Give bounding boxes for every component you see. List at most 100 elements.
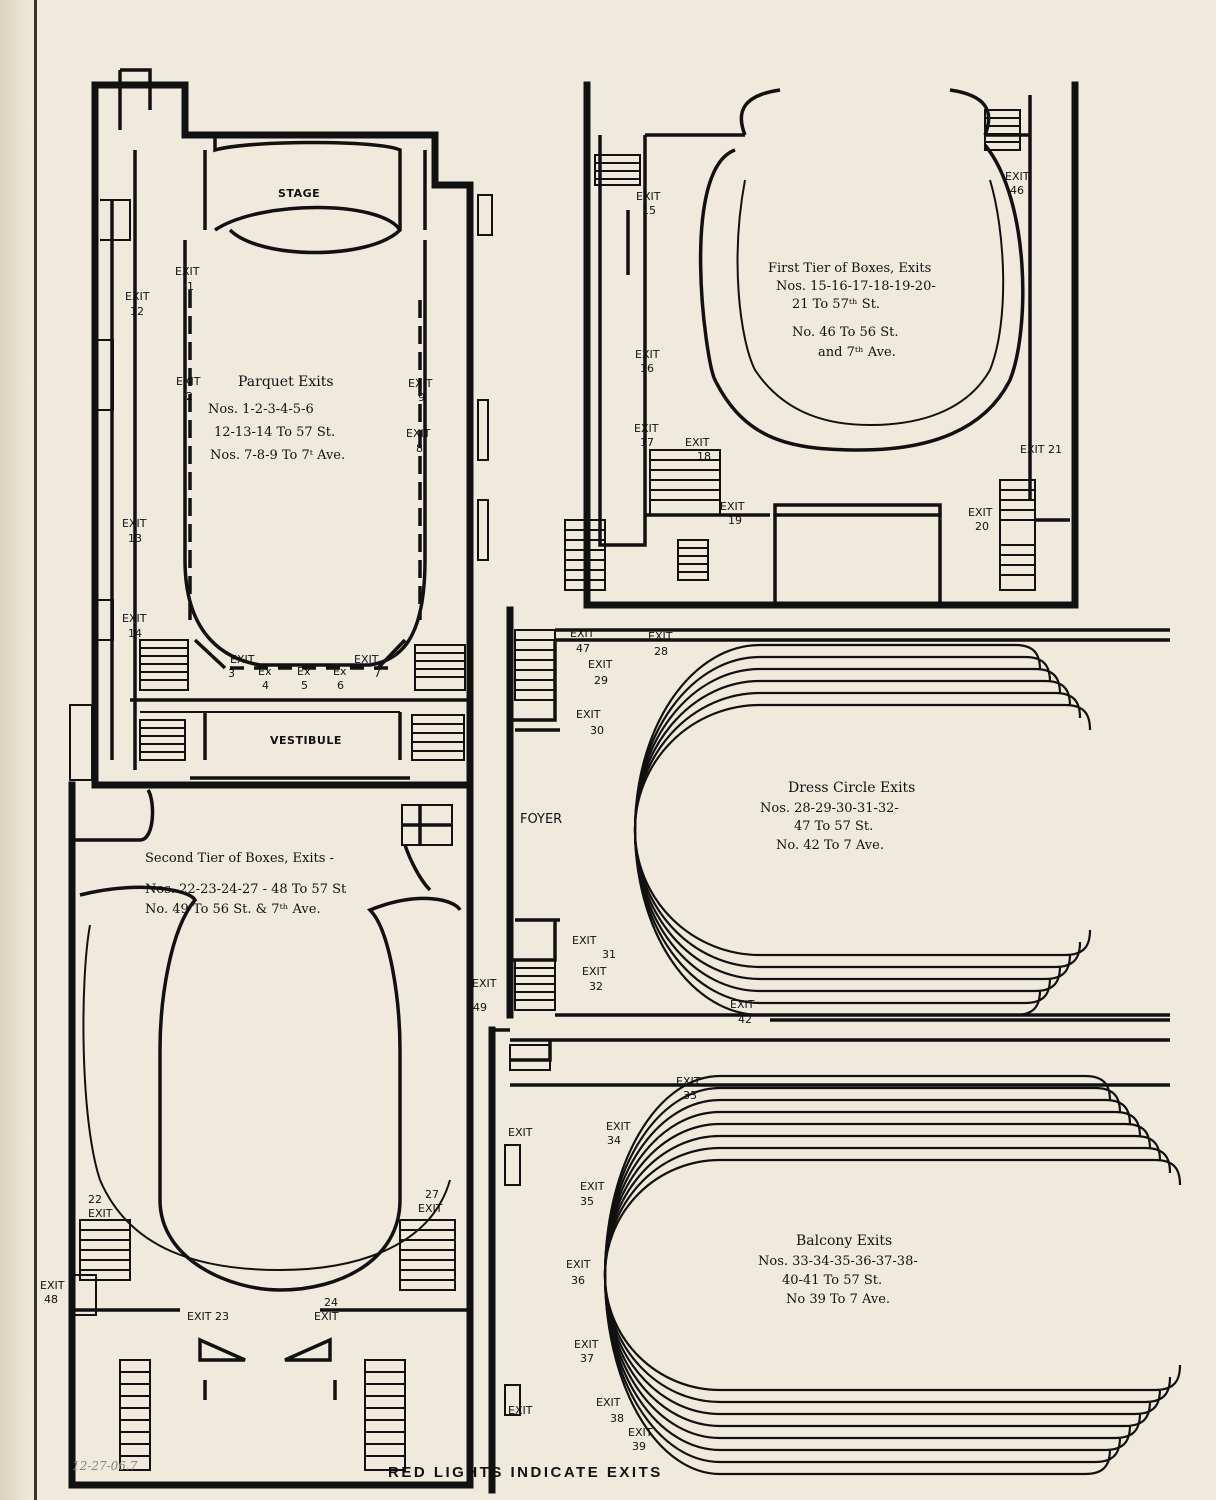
exit-label: EXIT <box>636 190 661 203</box>
second-tier-title: Second Tier of Boxes, Exits - <box>145 851 334 866</box>
page-binding <box>0 0 40 1500</box>
first-tier-plan <box>564 81 1079 609</box>
second-tier-plan <box>68 781 474 1489</box>
dress-circle-plan <box>506 606 1170 1022</box>
exit-number: 42 <box>738 1013 752 1026</box>
dress-circle-exit-labels: EXIT 47 EXIT 28 EXIT 29 EXIT 30 EXIT 31 … <box>570 627 755 1026</box>
exit-label: EXIT <box>508 1404 533 1417</box>
exit-number: 24 <box>324 1296 338 1309</box>
exit-number: 18 <box>697 450 711 463</box>
first-tier-title: First Tier of Boxes, Exits <box>768 261 931 276</box>
exit-label: EXIT <box>508 1126 533 1139</box>
exit-label: Ex <box>333 665 347 678</box>
dress-circle-title: Dress Circle Exits <box>788 780 915 796</box>
exit-number: 7 <box>374 667 381 680</box>
exit-label: EXIT <box>634 422 659 435</box>
balcony-line-2: 40-41 To 57 St. <box>782 1273 882 1288</box>
exit-label: EXIT <box>472 977 497 990</box>
exit-label: EXIT 23 <box>187 1310 229 1323</box>
pencil-date-note: 12-27-06.7 <box>72 1459 138 1473</box>
exit-number: 32 <box>589 980 603 993</box>
exit-number: 9 <box>418 391 425 404</box>
dress-circle-seat-rows <box>633 643 1092 1017</box>
exit-number: 12 <box>130 305 144 318</box>
exit-number: 19 <box>728 514 742 527</box>
exit-number: 8 <box>416 442 423 455</box>
exit-number: 14 <box>128 627 142 640</box>
exit-number: 17 <box>640 436 654 449</box>
parquet-line-2: 12-13-14 To 57 St. <box>214 425 335 440</box>
exit-number: 33 <box>683 1089 697 1102</box>
second-tier-line-2: No. 49 To 56 St. & 7ᵗʰ Ave. <box>145 902 321 917</box>
first-tier-line-1: Nos. 15-16-17-18-19-20- <box>776 279 936 294</box>
exit-label: EXIT <box>574 1338 599 1351</box>
exit-label: EXIT <box>1005 170 1030 183</box>
exit-label: EXIT <box>175 265 200 278</box>
exit-number: 31 <box>602 948 616 961</box>
exit-label: Ex <box>297 665 311 678</box>
balcony-exit-labels: EXIT 33 EXIT EXIT 34 EXIT 35 EXIT 36 EXI… <box>508 1075 701 1453</box>
exit-label: EXIT <box>40 1279 65 1292</box>
exit-label: EXIT <box>408 377 433 390</box>
foyer-label: FOYER <box>520 812 562 827</box>
exit-number: 27 <box>425 1188 439 1201</box>
parquet-line-1: Nos. 1-2-3-4-5-6 <box>208 402 314 417</box>
parquet-title: Parquet Exits <box>238 374 334 390</box>
exit-label: EXIT <box>676 1075 701 1088</box>
exit-label: EXIT <box>588 658 613 671</box>
exit-label: EXIT <box>576 708 601 721</box>
exit-label: EXIT <box>730 998 755 1011</box>
parquet-exit-labels: EXIT 1 EXIT 2 EXIT 12 EXIT 13 EXIT 14 EX… <box>122 265 433 692</box>
exit-label: EXIT <box>566 1258 591 1271</box>
exit-label: EXIT <box>628 1426 653 1439</box>
dress-circle-line-2: 47 To 57 St. <box>794 819 873 834</box>
vestibule-label: VESTIBULE <box>270 734 342 747</box>
exit-number: 20 <box>975 520 989 533</box>
exit-number: 34 <box>607 1134 621 1147</box>
exit-number: 2 <box>186 390 193 403</box>
exit-label: EXIT <box>406 427 431 440</box>
exit-label: EXIT <box>720 500 745 513</box>
seat-row <box>603 1158 1182 1392</box>
dress-circle-line-3: No. 42 To 7 Ave. <box>776 838 884 853</box>
exit-number: 47 <box>576 642 590 655</box>
balcony-title: Balcony Exits <box>796 1233 892 1249</box>
exit-label: EXIT <box>606 1120 631 1133</box>
seat-row <box>633 643 1042 1017</box>
exit-label: EXIT <box>122 517 147 530</box>
first-tier-exit-labels: EXIT 15 EXIT 16 EXIT 17 EXIT 18 EXIT 19 … <box>634 170 1062 533</box>
exit-label: EXIT <box>596 1396 621 1409</box>
exit-number: 35 <box>580 1195 594 1208</box>
exit-number: 30 <box>590 724 604 737</box>
dress-circle-line-1: Nos. 28-29-30-31-32- <box>760 801 899 816</box>
parquet-plan <box>69 68 493 789</box>
exit-label: EXIT <box>968 506 993 519</box>
exit-number: 15 <box>642 204 656 217</box>
balcony-line-3: No 39 To 7 Ave. <box>786 1292 890 1307</box>
exit-number: 46 <box>1010 184 1024 197</box>
second-tier-line-1: Nos. 22-23-24-27 - 48 To 57 St <box>145 882 347 897</box>
exit-label: EXIT <box>648 630 673 643</box>
exit-label: EXIT <box>685 436 710 449</box>
exit-label: EXIT <box>125 290 150 303</box>
exit-label: EXIT <box>230 653 255 666</box>
exit-label: EXIT <box>88 1207 113 1220</box>
exit-label: EXIT <box>354 653 379 666</box>
exit-label: EXIT <box>122 612 147 625</box>
exit-number: 29 <box>594 674 608 687</box>
exit-number: 28 <box>654 645 668 658</box>
parquet-line-3: Nos. 7-8-9 To 7ᵗ Ave. <box>210 448 345 463</box>
exit-number: 39 <box>632 1440 646 1453</box>
exit-number: 38 <box>610 1412 624 1425</box>
seat-row <box>603 1146 1172 1404</box>
balcony-plan <box>488 1026 1170 1494</box>
seat-row <box>603 1074 1112 1476</box>
seat-row <box>603 1134 1162 1416</box>
first-tier-line-2: 21 To 57ᵗʰ St. <box>792 297 880 312</box>
exit-number: 37 <box>580 1352 594 1365</box>
binding-edge <box>34 0 37 1500</box>
exit-label: Ex <box>258 665 272 678</box>
exit-label: EXIT <box>314 1310 339 1323</box>
exit-number: 22 <box>88 1193 102 1206</box>
